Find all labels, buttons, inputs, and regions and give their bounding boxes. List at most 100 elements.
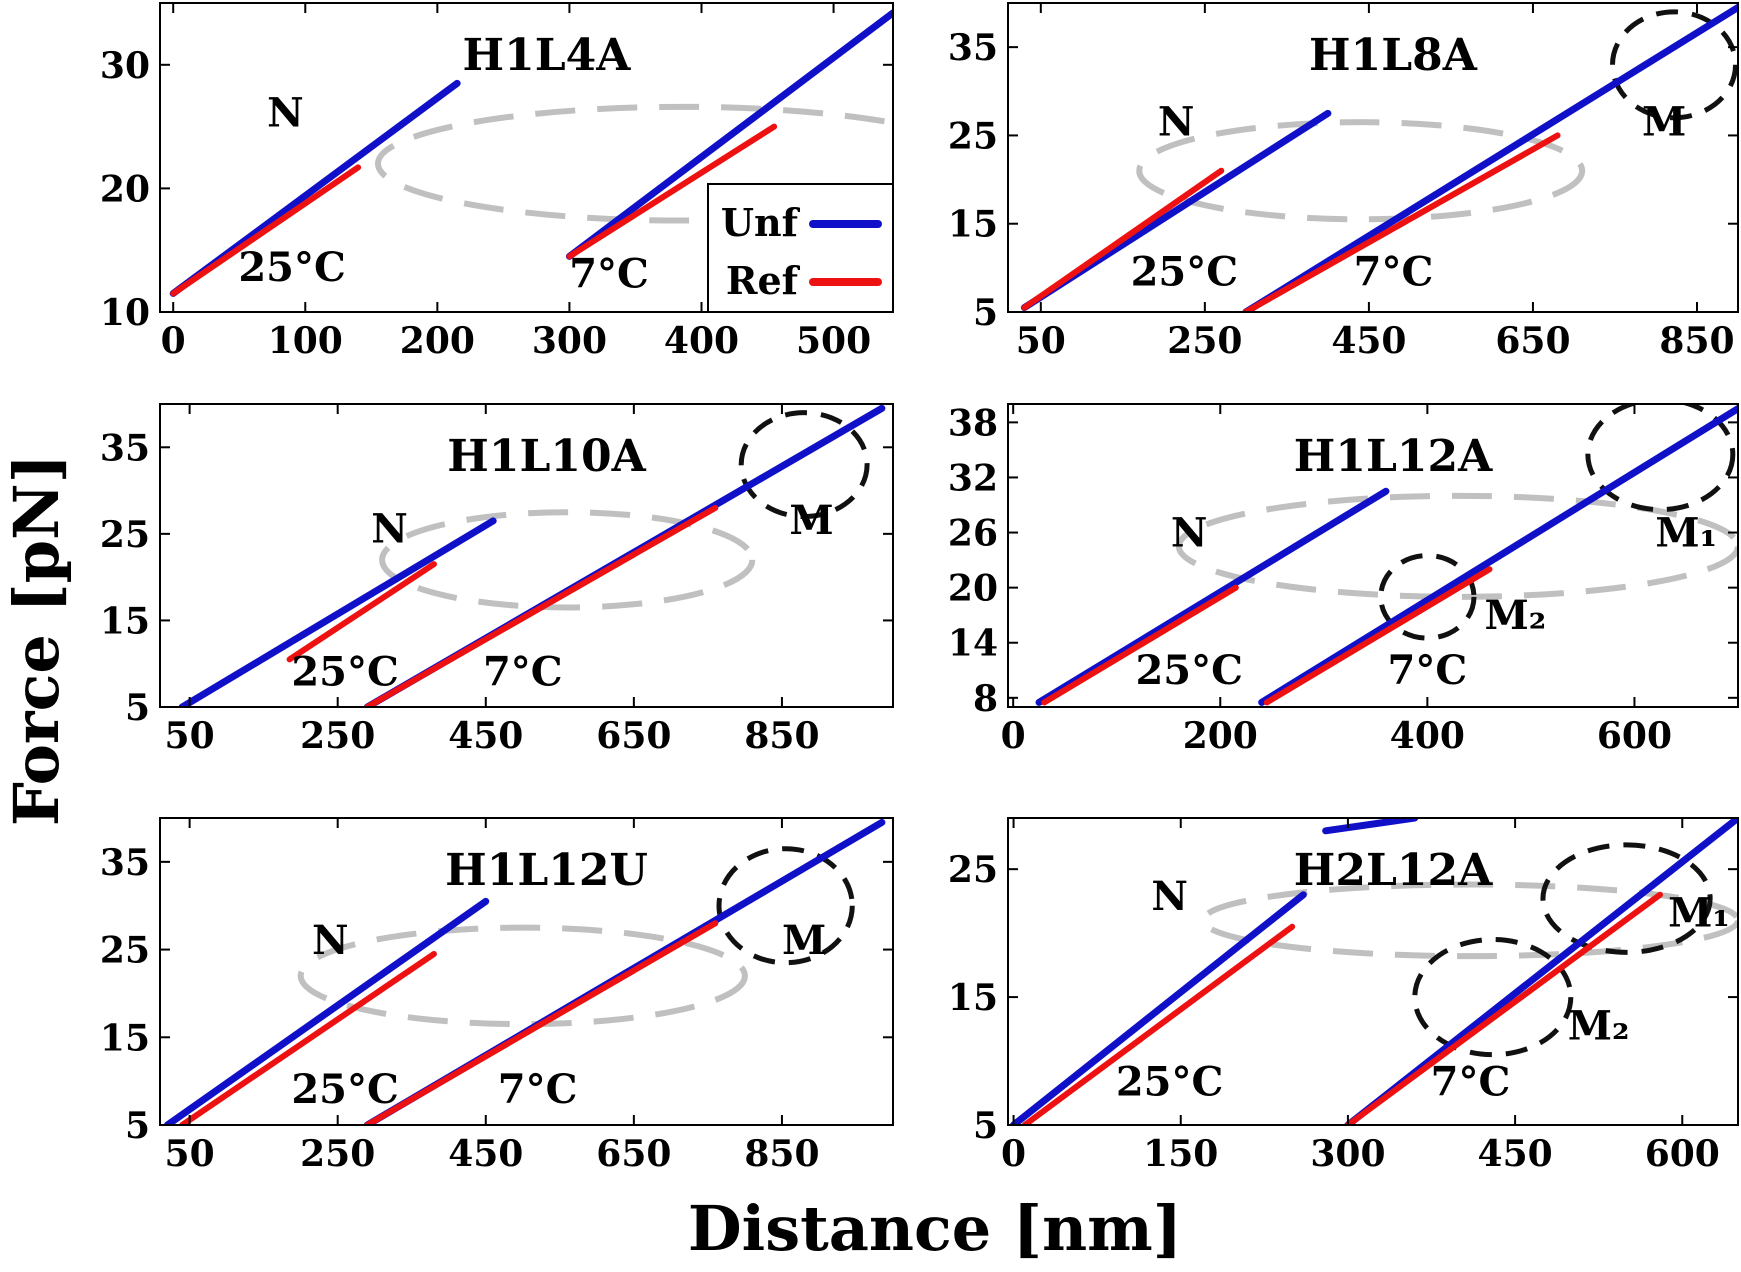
annotation-label: M₂	[1484, 592, 1546, 639]
refolding-curve	[1242, 132, 1561, 312]
x-tick-label: 400	[1390, 715, 1465, 757]
y-tick-label: 15	[948, 204, 998, 246]
y-tick-label: 25	[100, 930, 150, 972]
unfolding-curve	[1322, 818, 1419, 835]
gray-dashed-ellipse	[297, 924, 748, 1028]
black-dashed-ellipse	[1540, 842, 1713, 955]
annotation-label: M	[782, 917, 826, 964]
annotation-label: N	[1171, 509, 1208, 556]
x-tick-label: 50	[165, 1133, 215, 1175]
x-tick-label: 450	[448, 1133, 523, 1175]
x-tick-label: 650	[1495, 320, 1570, 362]
x-tick-label: 300	[1310, 1133, 1385, 1175]
black-dashed-ellipse	[1585, 404, 1736, 513]
panel-frame	[1007, 2, 1739, 313]
panel-frame	[1007, 403, 1739, 708]
y-tick-label: 20	[100, 168, 150, 210]
legend-label: Ref	[726, 258, 801, 303]
y-tick-label: 25	[948, 849, 998, 891]
x-tick-label: 400	[664, 320, 739, 362]
unfolding-curve	[1010, 891, 1307, 1125]
plot-area	[1020, 3, 1738, 312]
x-tick-label: 650	[596, 1133, 671, 1175]
plot-area	[169, 9, 893, 297]
y-tick-label: 5	[125, 1105, 150, 1147]
y-tick-label: 5	[973, 292, 998, 334]
x-tick-label: 850	[1659, 320, 1734, 362]
x-tick-label: 450	[448, 715, 523, 757]
x-tick-label: 650	[596, 715, 671, 757]
x-tick-label: 600	[1597, 715, 1672, 757]
refolding-curve	[364, 504, 719, 707]
panel-title: H1L10A	[447, 431, 646, 482]
y-tick-label: 15	[100, 1017, 150, 1059]
annotation-label: 7°C	[1388, 647, 1468, 694]
refolding-curve	[170, 164, 362, 297]
unfolding-curve	[1258, 405, 1738, 706]
y-tick-label: 25	[948, 115, 998, 157]
x-tick-label: 250	[1167, 320, 1242, 362]
y-tick-label: 10	[100, 292, 150, 334]
black-dashed-ellipse	[1412, 937, 1574, 1058]
x-tick-label: 0	[161, 320, 186, 362]
annotation-label: 25°C	[1135, 647, 1243, 694]
annotation-label: N	[312, 917, 349, 964]
y-tick-label: 35	[100, 427, 150, 469]
annotation-label: M	[1642, 98, 1686, 145]
plot-area	[1035, 404, 1738, 706]
gray-dashed-ellipse	[1175, 492, 1738, 600]
x-tick-label: 300	[532, 320, 607, 362]
legend-label: Unf	[721, 200, 801, 245]
annotation-label: 7°C	[483, 648, 563, 695]
annotation-label: 25°C	[291, 648, 399, 695]
refolding-curve	[1021, 923, 1296, 1125]
x-tick-label: 500	[796, 320, 871, 362]
annotation-label: 7°C	[1431, 1059, 1511, 1106]
black-dashed-ellipse	[716, 846, 855, 966]
x-tick-label: 450	[1331, 320, 1406, 362]
x-tick-label: 50	[1016, 320, 1066, 362]
y-tick-label: 35	[100, 842, 150, 884]
refolding-curve	[1263, 566, 1493, 706]
gray-dashed-ellipse	[375, 103, 893, 224]
refolding-curve	[364, 920, 719, 1125]
y-tick-label: 8	[973, 678, 998, 720]
x-tick-label: 50	[165, 715, 215, 757]
legend-box	[707, 183, 894, 313]
annotation-label: M	[789, 497, 833, 544]
annotation-label: N	[371, 506, 408, 553]
black-dashed-ellipse	[1610, 9, 1738, 121]
refolding-curve	[1041, 584, 1239, 706]
y-tick-label: 32	[948, 457, 998, 499]
y-axis-label: Force [pN]	[0, 454, 73, 826]
annotation-label: 7°C	[498, 1066, 578, 1113]
y-tick-label: 35	[948, 27, 998, 69]
y-tick-label: 20	[948, 568, 998, 610]
x-tick-label: 150	[1143, 1133, 1218, 1175]
annotation-label: 7°C	[1354, 249, 1434, 296]
plot-area	[178, 404, 886, 707]
panel-title: H1L12A	[1294, 431, 1493, 482]
gray-dashed-ellipse	[1136, 119, 1586, 223]
y-tick-label: 5	[973, 1105, 998, 1147]
unfolding-curve	[1035, 487, 1390, 706]
gray-dashed-ellipse	[379, 509, 756, 611]
refolding-curve	[1021, 167, 1225, 311]
panel-title: H1L12U	[445, 845, 648, 896]
annotation-label: N	[1151, 873, 1188, 920]
unfolding-curve	[163, 897, 490, 1125]
y-tick-label: 15	[100, 600, 150, 642]
y-tick-label: 38	[948, 402, 998, 444]
annotation-label: 7°C	[569, 250, 649, 297]
x-tick-label: 600	[1645, 1133, 1720, 1175]
y-tick-label: 30	[100, 45, 150, 87]
annotation-label: N	[1158, 98, 1195, 145]
x-tick-label: 250	[300, 1133, 375, 1175]
